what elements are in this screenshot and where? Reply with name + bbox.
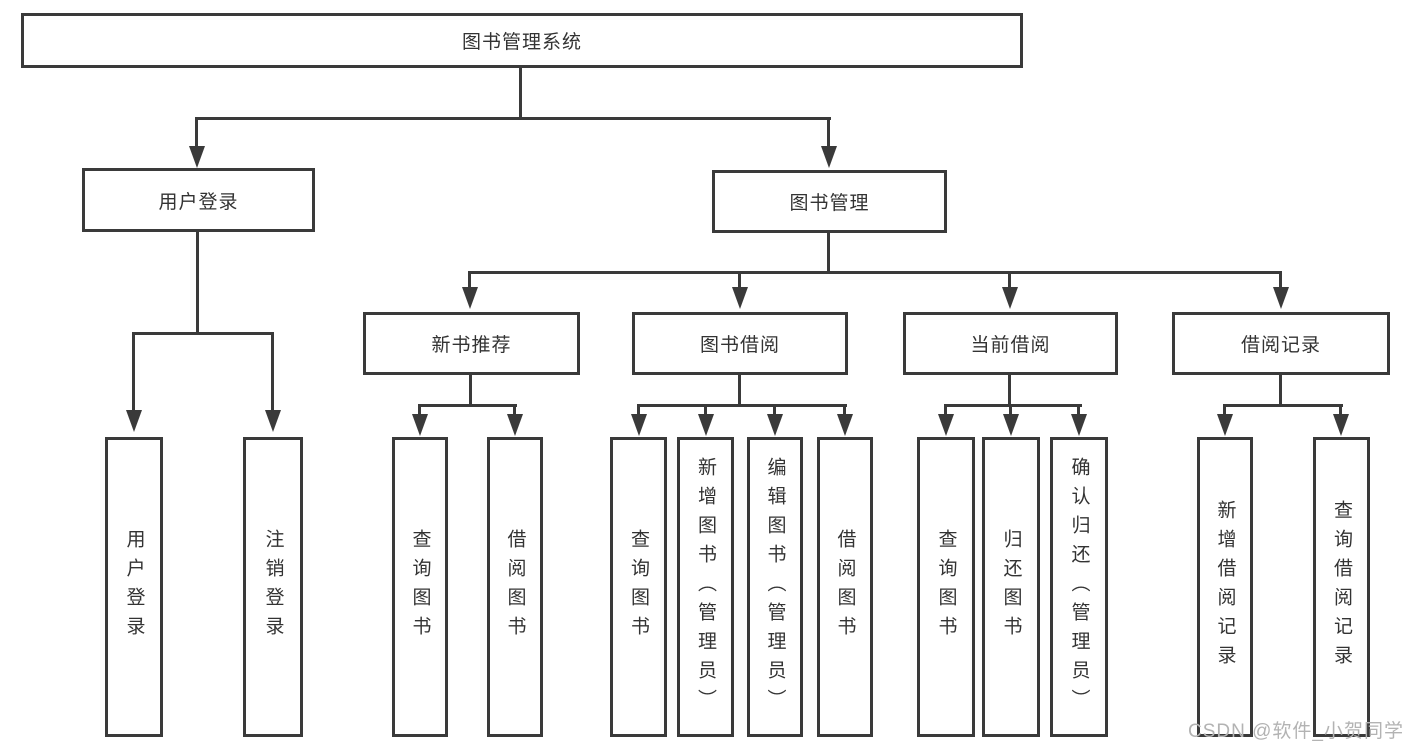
leaf-add-book-admin-label: 新增图书（管理员）	[695, 456, 716, 718]
arrowhead-down-icon	[837, 414, 853, 436]
edge-line	[637, 404, 847, 407]
leaf-confirm-return-admin-label: 确认归还（管理员）	[1068, 456, 1090, 718]
edge-line	[827, 233, 830, 273]
edge-line	[827, 117, 830, 148]
arrowhead-down-icon	[698, 414, 714, 436]
edge-line	[468, 271, 471, 289]
edge-line	[418, 404, 421, 416]
node-book-borrow-label: 图书借阅	[699, 335, 780, 356]
leaf-logout-label: 注销登录	[262, 529, 284, 645]
arrowhead-down-icon	[265, 410, 281, 432]
leaf-recommend-borrow-books: 借阅图书	[487, 437, 543, 737]
leaf-current-query-books: 查询图书	[917, 437, 975, 737]
leaf-borrow-books: 借阅图书	[817, 437, 873, 737]
edge-line	[513, 404, 516, 416]
arrowhead-down-icon	[732, 287, 748, 309]
watermark: CSDN @软件_小贺同学	[1188, 721, 1404, 742]
edge-line	[944, 404, 947, 416]
edge-line	[704, 404, 707, 416]
leaf-borrow-books-label: 借阅图书	[834, 529, 856, 645]
edge-line	[637, 404, 640, 416]
edge-line	[418, 404, 517, 407]
arrowhead-down-icon	[126, 410, 142, 432]
edge-line	[773, 404, 776, 416]
edge-line	[1279, 375, 1282, 406]
leaf-add-borrow-record: 新增借阅记录	[1197, 437, 1253, 737]
edge-line	[519, 68, 522, 118]
edge-line	[196, 232, 199, 334]
leaf-recommend-query-books-label: 查询图书	[409, 529, 431, 645]
node-user-login-label: 用户登录	[158, 191, 239, 213]
node-book-management: 图书管理	[712, 170, 947, 233]
node-new-book-recommend: 新书推荐	[363, 312, 580, 375]
arrowhead-down-icon	[189, 146, 205, 168]
edge-line	[1008, 271, 1011, 289]
edge-line	[738, 375, 741, 406]
node-library-system-label: 图书管理系统	[461, 32, 582, 53]
leaf-confirm-return-admin: 确认归还（管理员）	[1050, 437, 1108, 737]
leaf-add-book-admin: 新增图书（管理员）	[677, 437, 734, 737]
arrowhead-down-icon	[412, 414, 428, 436]
node-new-book-recommend-label: 新书推荐	[431, 335, 512, 356]
arrowhead-down-icon	[1333, 414, 1349, 436]
edge-line	[132, 332, 274, 335]
edge-line	[196, 117, 831, 120]
leaf-query-borrow-record-label: 查询借阅记录	[1331, 500, 1352, 674]
leaf-return-books-label: 归还图书	[1000, 529, 1022, 645]
arrowhead-down-icon	[767, 414, 783, 436]
edge-line	[843, 404, 846, 416]
arrowhead-down-icon	[821, 146, 837, 168]
edge-line	[1008, 375, 1011, 406]
arrowhead-down-icon	[938, 414, 954, 436]
node-current-borrow-label: 当前借阅	[970, 335, 1051, 356]
edge-line	[469, 375, 472, 406]
edge-line	[132, 332, 135, 412]
leaf-query-borrow-record: 查询借阅记录	[1313, 437, 1370, 737]
leaf-recommend-query-books: 查询图书	[392, 437, 448, 737]
edge-line	[1339, 404, 1342, 416]
arrowhead-down-icon	[1002, 287, 1018, 309]
edge-line	[195, 117, 198, 148]
node-user-login: 用户登录	[82, 168, 315, 232]
leaf-borrow-query-books: 查询图书	[610, 437, 667, 737]
node-library-system: 图书管理系统	[21, 13, 1023, 68]
leaf-logout: 注销登录	[243, 437, 303, 737]
node-book-borrow: 图书借阅	[632, 312, 848, 375]
leaf-edit-book-admin: 编辑图书（管理员）	[747, 437, 803, 737]
leaf-borrow-query-books-label: 查询图书	[628, 529, 649, 645]
edge-line	[1223, 404, 1343, 407]
leaf-edit-book-admin-label: 编辑图书（管理员）	[764, 456, 786, 718]
arrowhead-down-icon	[1003, 414, 1019, 436]
leaf-user-login: 用户登录	[105, 437, 163, 737]
edge-line	[738, 271, 741, 289]
arrowhead-down-icon	[462, 287, 478, 309]
edge-line	[944, 404, 1082, 407]
leaf-recommend-borrow-books-label: 借阅图书	[504, 529, 526, 645]
arrowhead-down-icon	[1071, 414, 1087, 436]
node-book-management-label: 图书管理	[789, 193, 870, 214]
leaf-add-borrow-record-label: 新增借阅记录	[1214, 500, 1236, 674]
arrowhead-down-icon	[507, 414, 523, 436]
edge-line	[271, 332, 274, 412]
leaf-user-login-label: 用户登录	[123, 529, 145, 645]
leaf-current-query-books-label: 查询图书	[935, 529, 957, 645]
node-current-borrow: 当前借阅	[903, 312, 1118, 375]
leaf-return-books: 归还图书	[982, 437, 1040, 737]
edge-line	[1077, 404, 1080, 416]
edge-line	[1223, 404, 1226, 416]
arrowhead-down-icon	[1217, 414, 1233, 436]
edge-line	[468, 271, 1282, 274]
arrowhead-down-icon	[1273, 287, 1289, 309]
node-borrow-records-label: 借阅记录	[1240, 335, 1321, 356]
node-borrow-records: 借阅记录	[1172, 312, 1390, 375]
edge-line	[1279, 271, 1282, 289]
edge-line	[1009, 404, 1012, 416]
arrowhead-down-icon	[631, 414, 647, 436]
